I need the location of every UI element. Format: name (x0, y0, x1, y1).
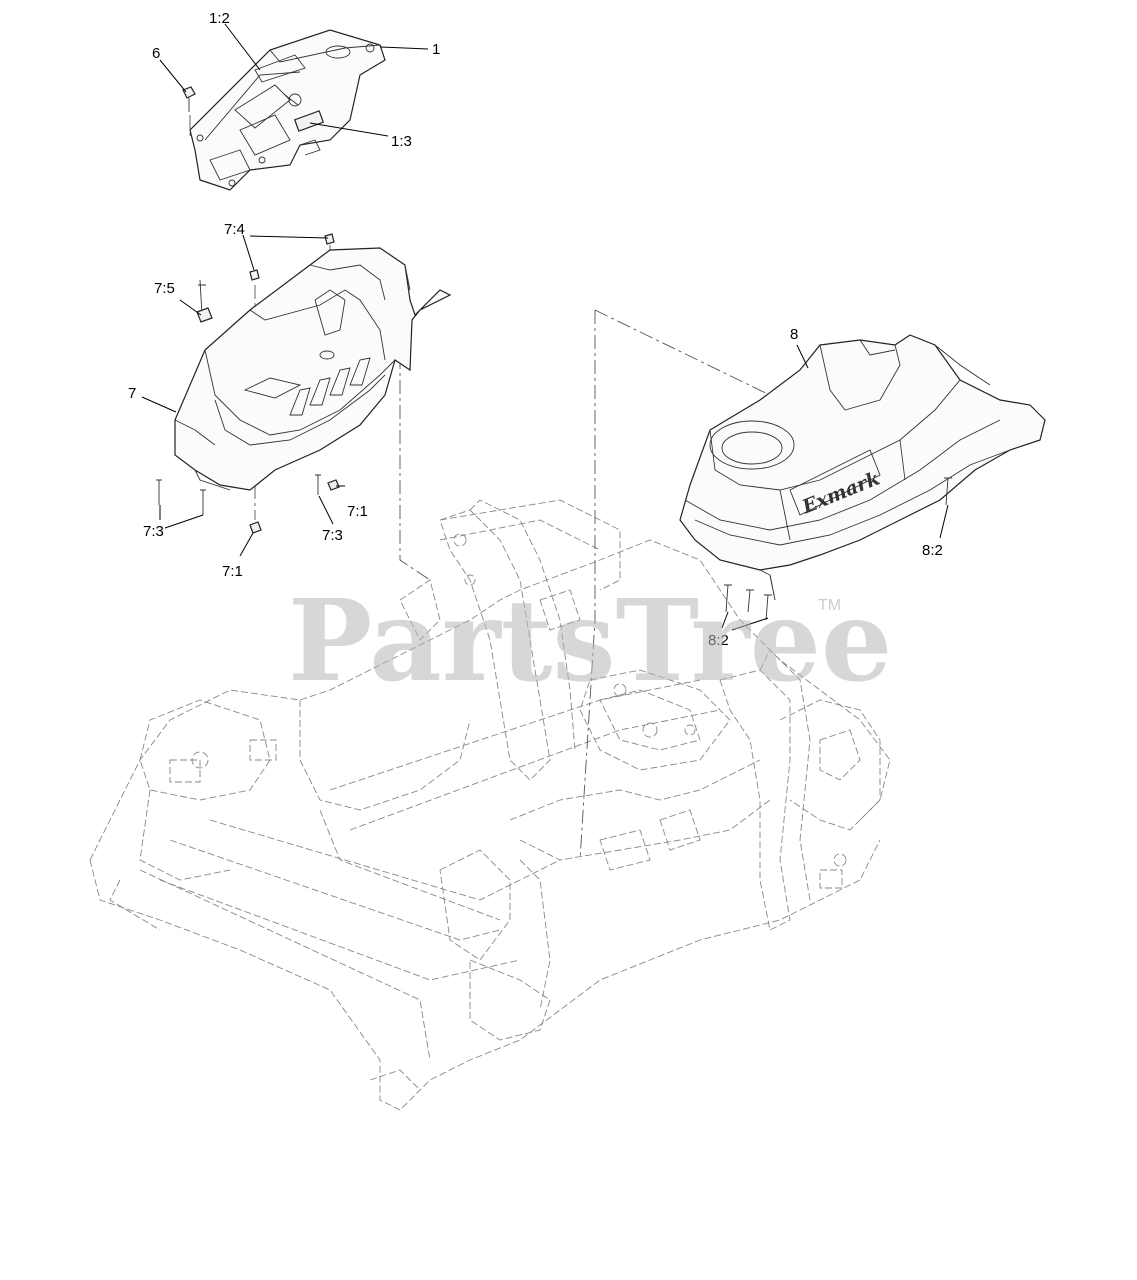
mower-frame (89, 499, 891, 1111)
callout-8: 8 (790, 326, 798, 343)
callout-7-1: 7:1 (222, 563, 243, 580)
right-console: Exmark (679, 334, 1046, 601)
watermark-text: PartsTree (288, 576, 892, 707)
callout-7-3: 7:3 (143, 523, 164, 540)
callout-7-5: 7:5 (154, 280, 175, 297)
callout-7: 7 (128, 385, 136, 402)
callout-1: 1 (432, 41, 440, 58)
control-panel (189, 29, 386, 191)
callout-7-1: 7:1 (347, 503, 368, 520)
screw-6 (182, 86, 196, 112)
callout-1-2: 1:2 (209, 10, 230, 27)
right-console-hardware (724, 477, 952, 621)
console-hardware (156, 233, 340, 534)
callout-1-3: 1:3 (391, 133, 412, 150)
callout-7-4: 7:4 (224, 221, 245, 238)
watermark-trademark: TM (818, 597, 841, 614)
callout-labels: 1 1:2 1:3 6 7 7:1 7:1 7:3 7:3 7:4 7:5 8 … (128, 10, 943, 649)
watermark: PartsTree TM (288, 576, 892, 707)
left-console (174, 247, 452, 491)
callout-6: 6 (152, 45, 160, 62)
leader-lines (141, 23, 949, 631)
callout-8-2: 8:2 (922, 542, 943, 559)
callout-7-3: 7:3 (322, 527, 343, 544)
callout-8-2: 8:2 (708, 632, 729, 649)
